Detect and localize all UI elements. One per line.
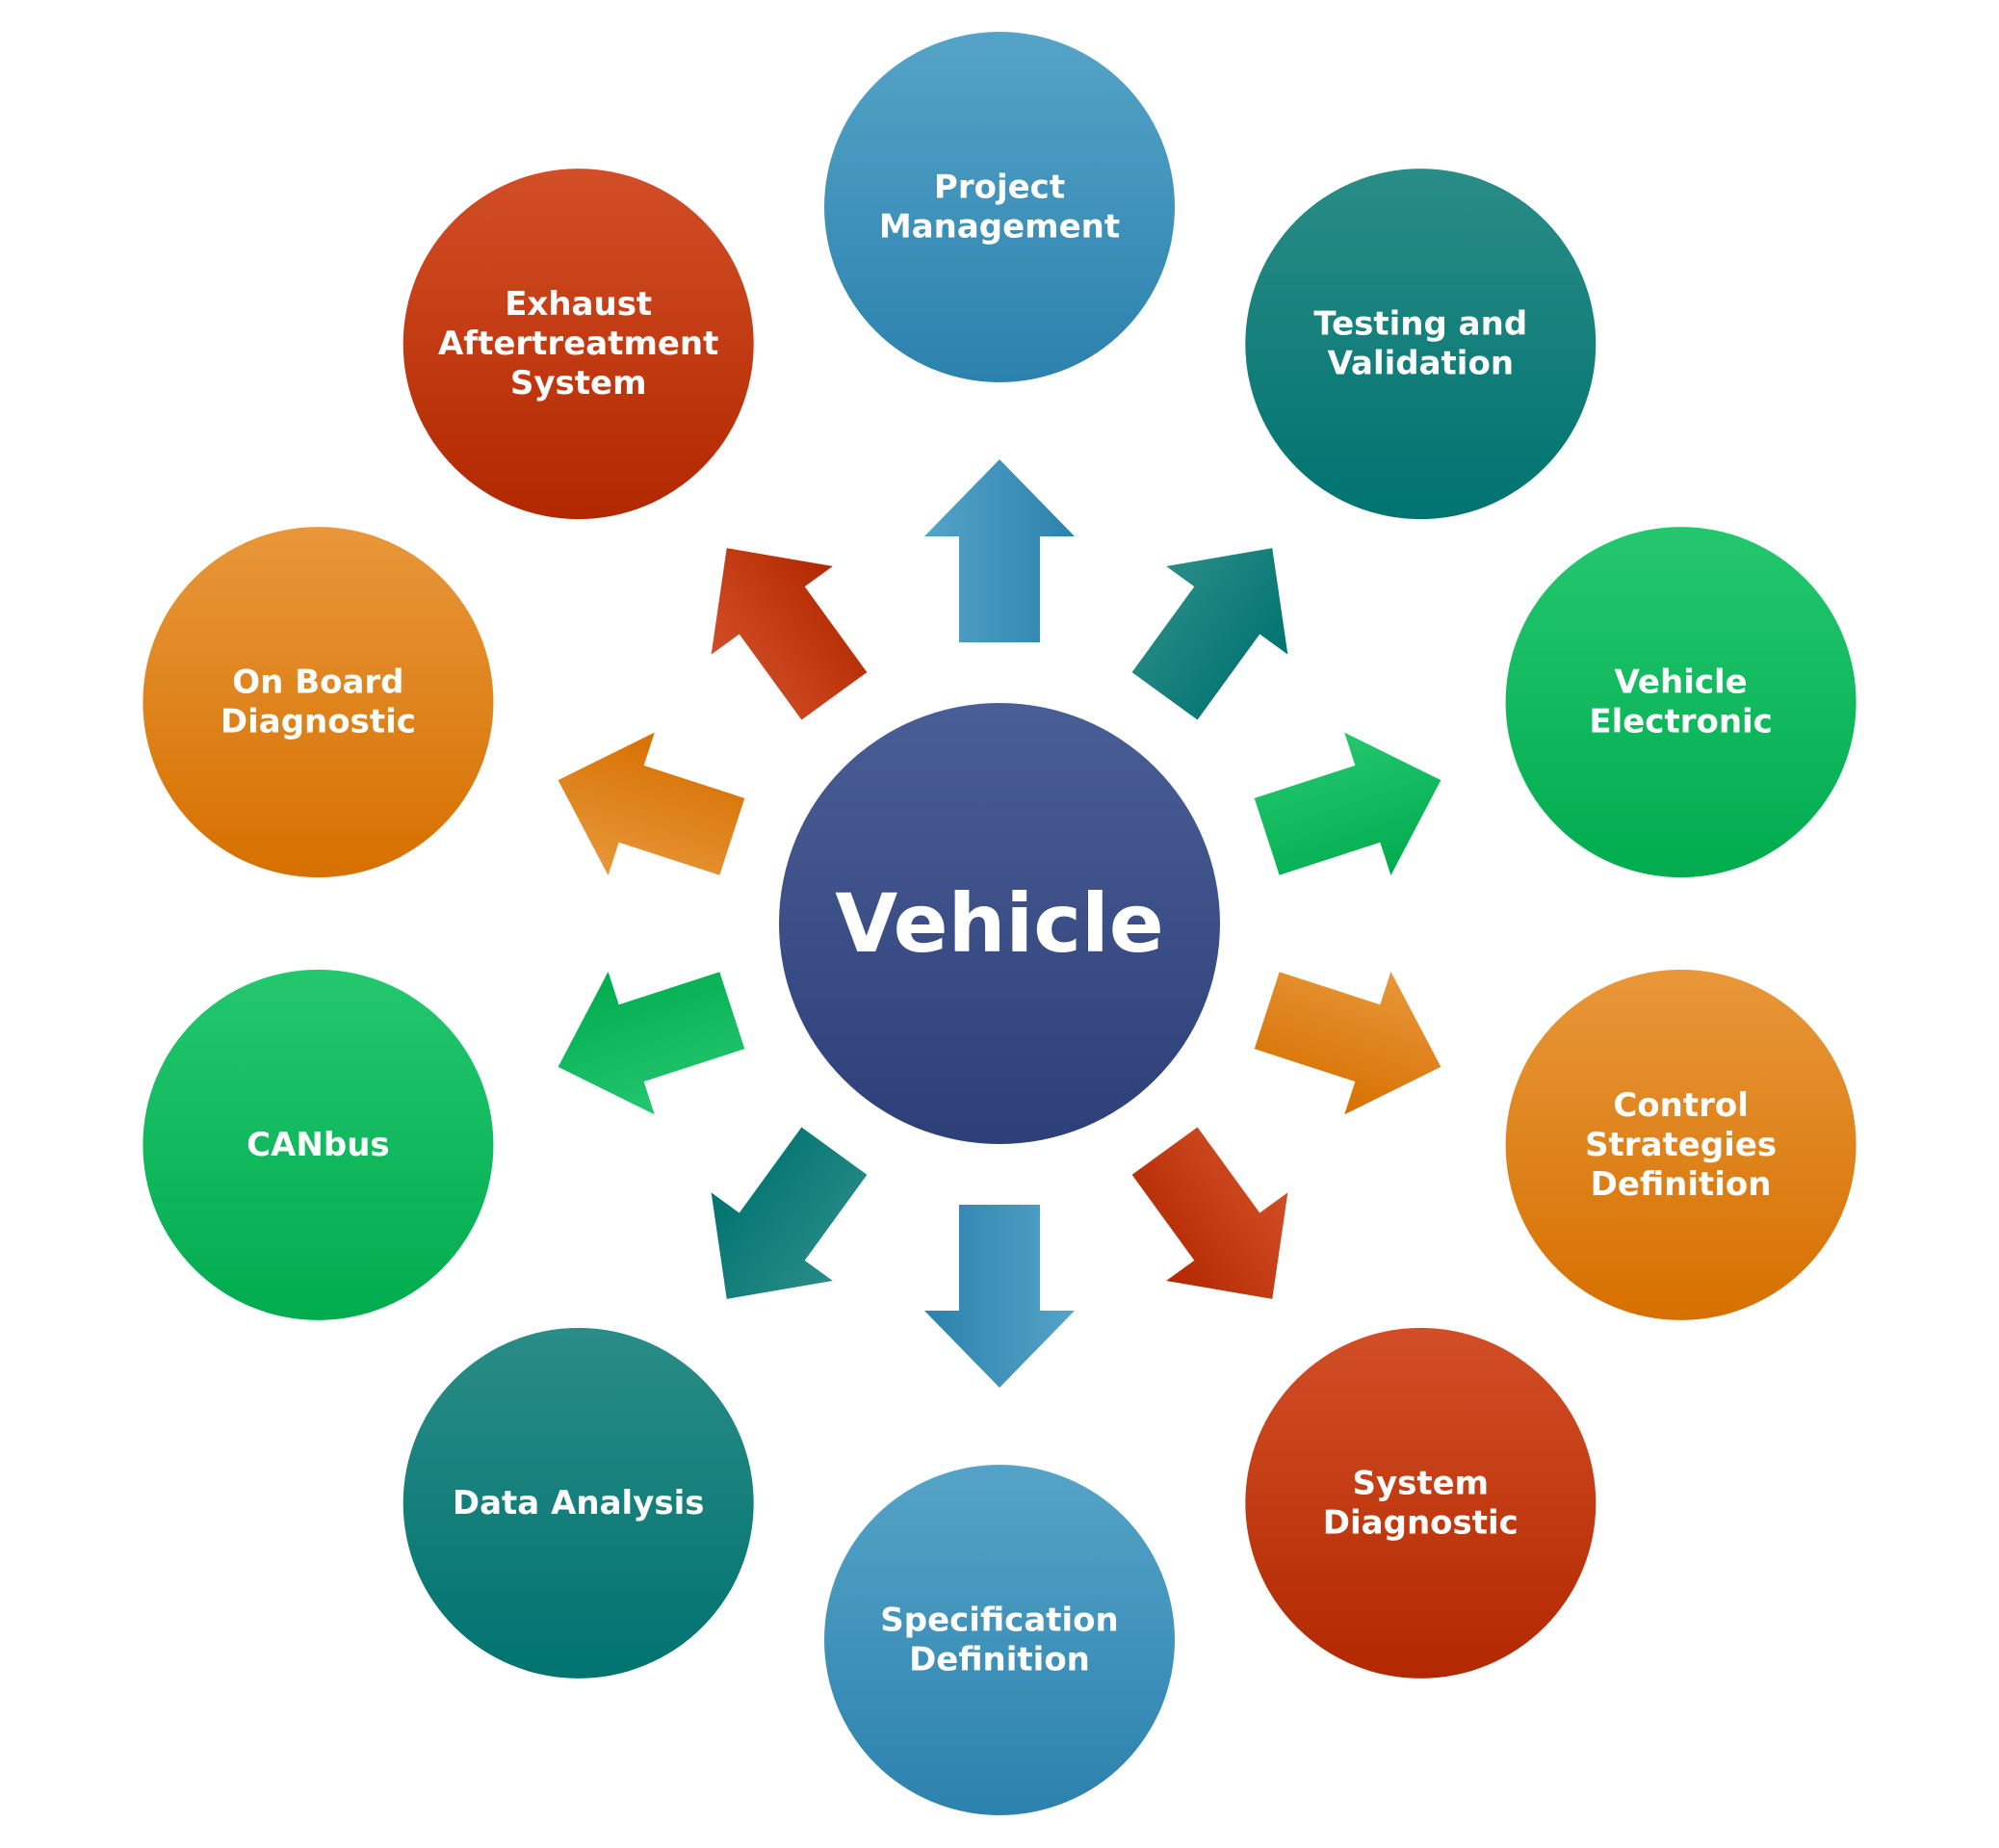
node-data-analysis: Data Analysis [402, 1327, 754, 1679]
node-label-line: On Board [232, 664, 403, 702]
node-circle [1505, 527, 1856, 878]
arrow-testing-and-validation [1131, 548, 1288, 720]
node-circle [824, 32, 1175, 382]
node-label-line: Aftertreatment [438, 325, 718, 363]
arrow-canbus [558, 972, 745, 1115]
node-label-line: Validation [1328, 345, 1514, 383]
node-label-line: Electronic [1589, 703, 1773, 742]
node-circle [402, 1327, 754, 1679]
node-label-line: Definition [909, 1641, 1090, 1679]
node-label-line: Project [934, 169, 1065, 207]
node-label-line: Management [879, 208, 1120, 247]
node-label-line: Diagnostic [1323, 1503, 1519, 1542]
center-label: Vehicle [835, 876, 1164, 971]
node-label-line: CANbus [247, 1126, 390, 1164]
node-label-line: Data Analysis [453, 1484, 705, 1523]
node-circle [1245, 169, 1597, 520]
node-label-line: Vehicle [1614, 664, 1747, 702]
node-label-line: Exhaust [505, 285, 652, 324]
center-circle [779, 703, 1220, 1144]
node-label-line: Definition [1591, 1165, 1772, 1204]
node-label-line: Diagnostic [221, 703, 416, 742]
arrow-control-strategies-definition [1254, 972, 1441, 1115]
node-label-line: Testing and [1313, 305, 1527, 344]
node-circle [402, 169, 754, 520]
node-label-line: System [1352, 1464, 1489, 1502]
node-label-line: Specification [880, 1601, 1118, 1640]
node-circle [1245, 1327, 1597, 1679]
node-label-line: System [510, 364, 647, 403]
node-circle [1505, 969, 1856, 1320]
arrow-vehicle-electronic [1254, 732, 1441, 875]
node-circle [143, 527, 494, 878]
node-circle [143, 969, 494, 1320]
center-node: Vehicle [779, 703, 1220, 1144]
arrow-system-diagnostic [1131, 1127, 1288, 1299]
arrows-layer [558, 459, 1441, 1388]
arrow-exhaust-aftertreatment-system [711, 548, 868, 720]
arrow-data-analysis [711, 1127, 868, 1299]
node-label-line: Strategies [1585, 1126, 1777, 1164]
arrow-specification-definition [924, 1205, 1075, 1388]
arrow-on-board-diagnostic [558, 732, 745, 875]
node-canbus: CANbus [143, 969, 494, 1320]
arrow-project-management [924, 459, 1075, 642]
node-label-line: Control [1613, 1086, 1749, 1125]
node-circle [824, 1465, 1175, 1815]
